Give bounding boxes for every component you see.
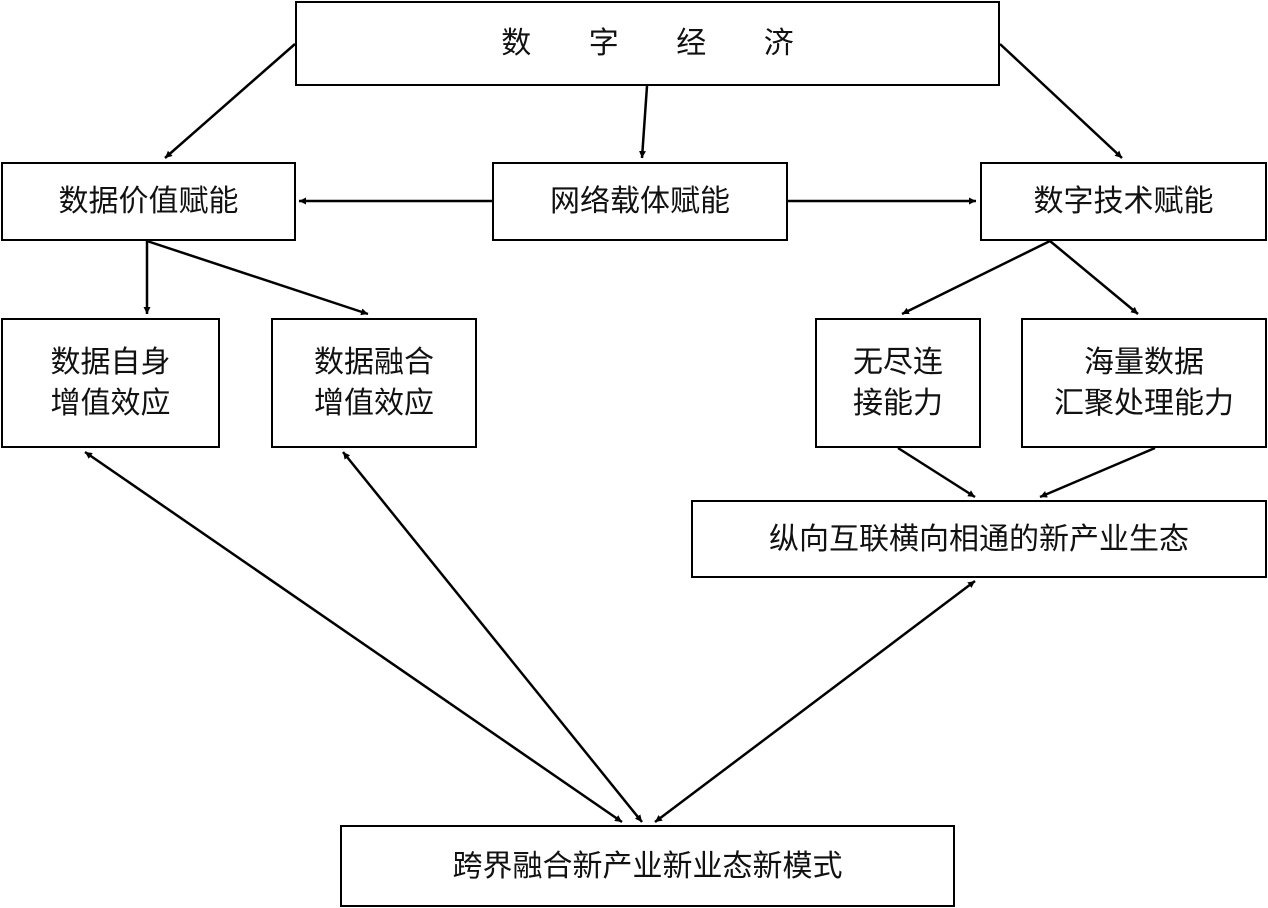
digital-tech-label: 数字技术赋能	[1033, 184, 1214, 219]
data-self-label-line1: 数据自身	[50, 345, 171, 380]
data-fusion-label-line1: 数据融合	[314, 345, 434, 380]
new-ecosystem-node: 纵向互联横向相通的新产业生态	[691, 500, 1267, 578]
arrow-economy-to-data-value	[164, 43, 296, 159]
infinite-connect-label-line2: 接能力	[853, 386, 943, 421]
massive-data-label-line2: 汇聚处理能力	[1054, 386, 1234, 421]
data-value-label: 数据价值赋能	[58, 184, 239, 219]
double-arrow-fusion-to-cross	[342, 451, 643, 823]
network-carrier-node: 网络载体赋能	[492, 162, 788, 241]
digital-tech-node: 数字技术赋能	[980, 162, 1267, 241]
digital-economy-node: 数 字 经 济	[295, 1, 1000, 86]
arrow-massive-to-ecosystem	[1039, 446, 1156, 499]
data-value-node: 数据价值赋能	[1, 162, 296, 241]
network-carrier-label: 网络载体赋能	[550, 184, 730, 219]
arrow-infinite-to-ecosystem	[897, 446, 976, 499]
massive-data-label-line1: 海量数据	[1084, 345, 1204, 380]
arrow-data-value-to-fusion	[146, 239, 369, 316]
massive-data-node: 海量数据 汇聚处理能力	[1021, 318, 1267, 448]
infinite-connect-label-line1: 无尽连	[853, 345, 943, 380]
data-fusion-label-line2: 增值效应	[314, 386, 434, 421]
new-ecosystem-label: 纵向互联横向相通的新产业生态	[769, 521, 1189, 557]
data-self-node: 数据自身 增值效应	[1, 318, 220, 448]
data-self-label-line2: 增值效应	[50, 386, 171, 421]
cross-border-label: 跨界融合新产业新业态新模式	[452, 848, 843, 884]
arrow-economy-to-network	[638, 85, 649, 159]
double-arrow-self-to-cross	[84, 450, 623, 824]
arrow-digital-tech-to-infinite	[901, 239, 1051, 316]
digital-economy-label: 数 字 经 济	[501, 26, 818, 61]
infinite-connect-node: 无尽连 接能力	[815, 318, 981, 448]
cross-border-node: 跨界融合新产业新业态新模式	[340, 825, 955, 907]
arrow-economy-to-digital-tech	[999, 43, 1123, 159]
arrow-digital-tech-to-massive	[1049, 240, 1139, 315]
data-fusion-node: 数据融合 增值效应	[271, 318, 477, 448]
double-arrow-ecosystem-to-cross	[654, 580, 976, 823]
